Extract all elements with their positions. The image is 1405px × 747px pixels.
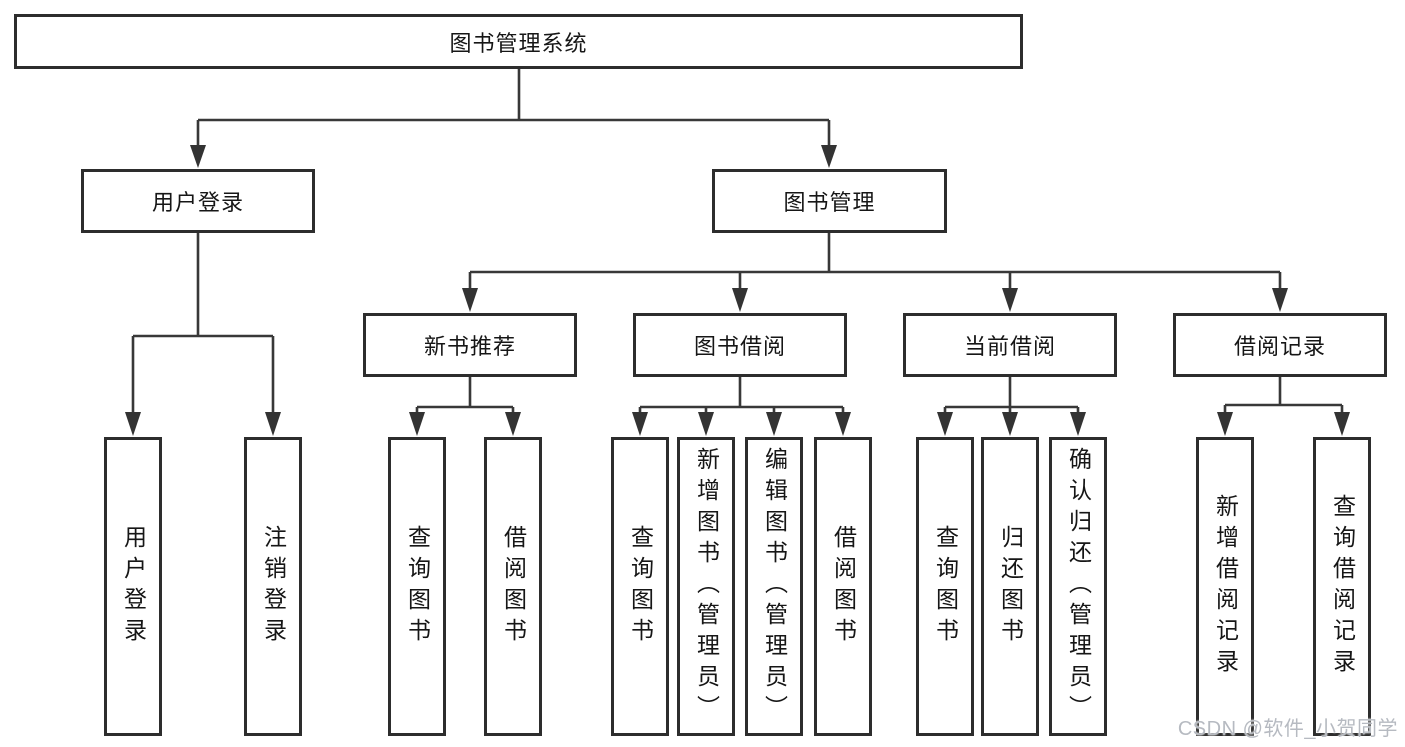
csdn-watermark: CSDN @软件_小贺同学	[1177, 718, 1398, 740]
leaf-logout-login: 注销登录	[244, 437, 302, 736]
leaf-confirm-return-admin: 确认归还（管理员）	[1049, 437, 1107, 736]
node-user-login: 用户登录	[81, 169, 315, 233]
leaf-query-books-recommend: 查询图书	[388, 437, 446, 736]
edge-user-login-children	[125, 232, 281, 436]
edge-book-borrowing-children	[632, 377, 851, 436]
leaf-query-borrow-record: 查询借阅记录	[1313, 437, 1371, 736]
node-borrowing-records: 借阅记录	[1173, 313, 1387, 377]
edge-book-management-children	[462, 232, 1288, 312]
leaf-query-books-current: 查询图书	[916, 437, 974, 736]
edge-root-to-level2	[190, 69, 837, 168]
node-library-system: 图书管理系统	[14, 14, 1023, 69]
leaf-borrow-books-borrowing: 借阅图书	[814, 437, 872, 736]
leaf-add-borrow-record: 新增借阅记录	[1196, 437, 1254, 736]
node-book-management: 图书管理	[712, 169, 947, 233]
edge-new-book-recommend-children	[409, 377, 521, 436]
node-current-borrowing: 当前借阅	[903, 313, 1117, 377]
edge-current-borrowing-children	[937, 377, 1086, 436]
edge-borrowing-records-children	[1217, 377, 1350, 436]
leaf-edit-books-admin: 编辑图书（管理员）	[745, 437, 803, 736]
leaf-return-books: 归还图书	[981, 437, 1039, 736]
node-book-borrowing: 图书借阅	[633, 313, 847, 377]
leaf-user-login: 用户登录	[104, 437, 162, 736]
leaf-query-books-borrowing: 查询图书	[611, 437, 669, 736]
leaf-add-books-admin: 新增图书（管理员）	[677, 437, 735, 736]
node-new-book-recommend: 新书推荐	[363, 313, 577, 377]
leaf-borrow-books-recommend: 借阅图书	[484, 437, 542, 736]
